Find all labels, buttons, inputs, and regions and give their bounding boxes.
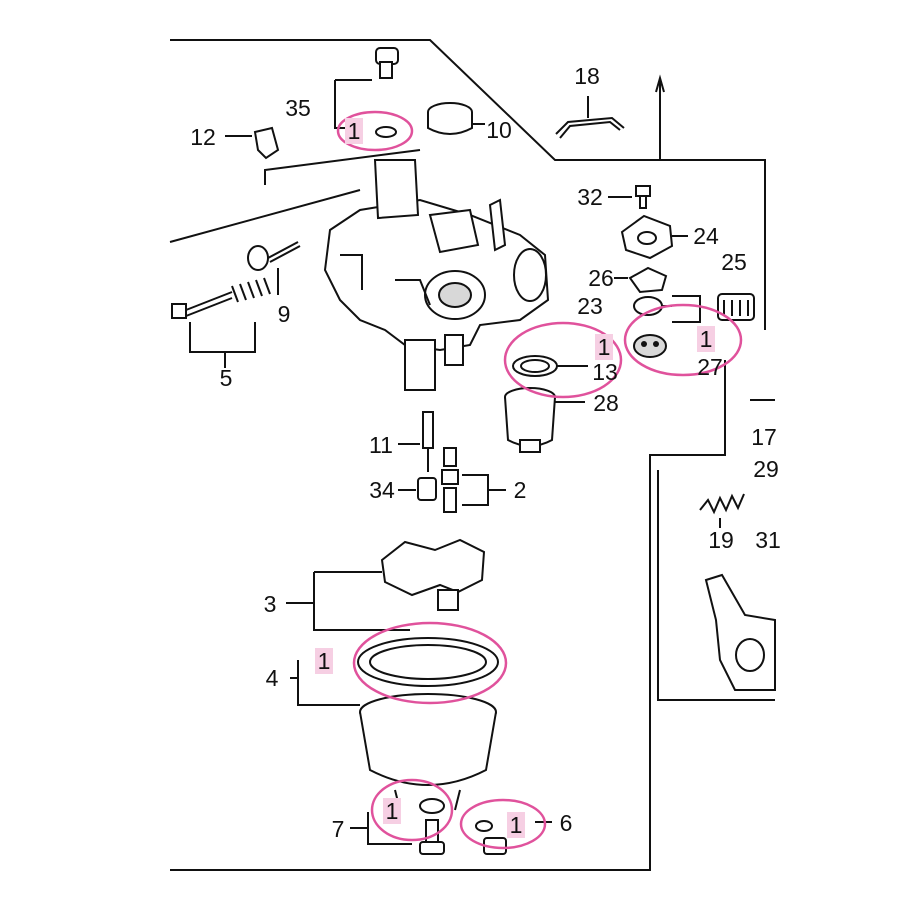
callout-17: 17 [751,424,777,450]
float-bowl [359,693,497,811]
callout-35: 35 [285,95,311,121]
part-5-screw-and-spring [171,277,271,368]
part-23-spring [633,295,701,323]
callout-19: 19 [708,527,734,553]
highlight-ring-27 [623,303,743,377]
part-35-washer [375,126,397,138]
part-26-diaphragm [614,266,668,294]
callout-18: 18 [574,63,600,89]
part-35-screw [334,47,399,129]
part-25-cap [717,293,755,321]
callout-31: 31 [755,527,781,553]
kit-marker-27: 1 [700,326,713,352]
callout-25: 25 [721,249,747,275]
highlight-ring-7 [370,778,454,842]
callout-10: 10 [486,117,512,143]
part-number-callouts: 35 12 10 18 32 24 25 26 23 27 13 28 9 5 … [190,63,781,842]
part-10-cap [427,102,485,135]
callout-2: 2 [514,477,527,503]
callout-12: 12 [190,124,216,150]
highlight-ring-6 [459,798,547,850]
kit-marker-35: 1 [348,118,361,144]
callout-7: 7 [332,816,345,842]
part-9-screw [247,241,301,295]
callout-24: 24 [693,223,719,249]
highlight-ring-35 [336,110,414,152]
kit-marker-4: 1 [318,648,331,674]
part-18-clip [555,96,625,139]
part-2-jet-assembly [441,447,506,513]
part-11-needle [398,411,434,472]
callout-26: 26 [588,265,614,291]
callout-5: 5 [220,365,233,391]
kit-highlight-rings [336,110,743,850]
part-6-drain-screw [475,820,552,855]
part-13-gasket [512,355,588,377]
part-19-spring [699,493,745,528]
part-32-screw [608,185,651,209]
callout-23: 23 [577,293,603,319]
kit-marker-backgrounds [315,118,715,838]
callout-11: 11 [369,432,393,458]
callout-32: 32 [577,184,603,210]
callout-13: 13 [592,359,618,385]
kit-marker-7: 1 [386,798,399,824]
kit-marker-6: 1 [510,812,523,838]
carburetor-body [323,159,550,391]
callout-3: 3 [264,591,277,617]
callout-28: 28 [593,390,619,416]
callout-4: 4 [266,665,279,691]
part-4-float-bowl-gasket [290,637,499,706]
highlight-ring-13 [503,321,623,399]
part-3-float [286,538,486,631]
highlight-ring-4 [352,621,508,705]
part-34-jet [398,477,437,501]
callout-34: 34 [369,477,395,503]
callout-9: 9 [278,301,291,327]
part-24-cover [620,214,688,260]
part-12-lever [225,126,280,160]
kit-markers: 1 1 1 1 1 1 [318,118,713,838]
part-27-valve [633,334,667,358]
kit-marker-13: 1 [598,334,611,360]
callout-29: 29 [753,456,779,482]
part-31-bracket [704,573,776,691]
callout-6: 6 [560,810,573,836]
callout-27: 27 [697,354,723,380]
section-boundary-lines [169,39,775,871]
